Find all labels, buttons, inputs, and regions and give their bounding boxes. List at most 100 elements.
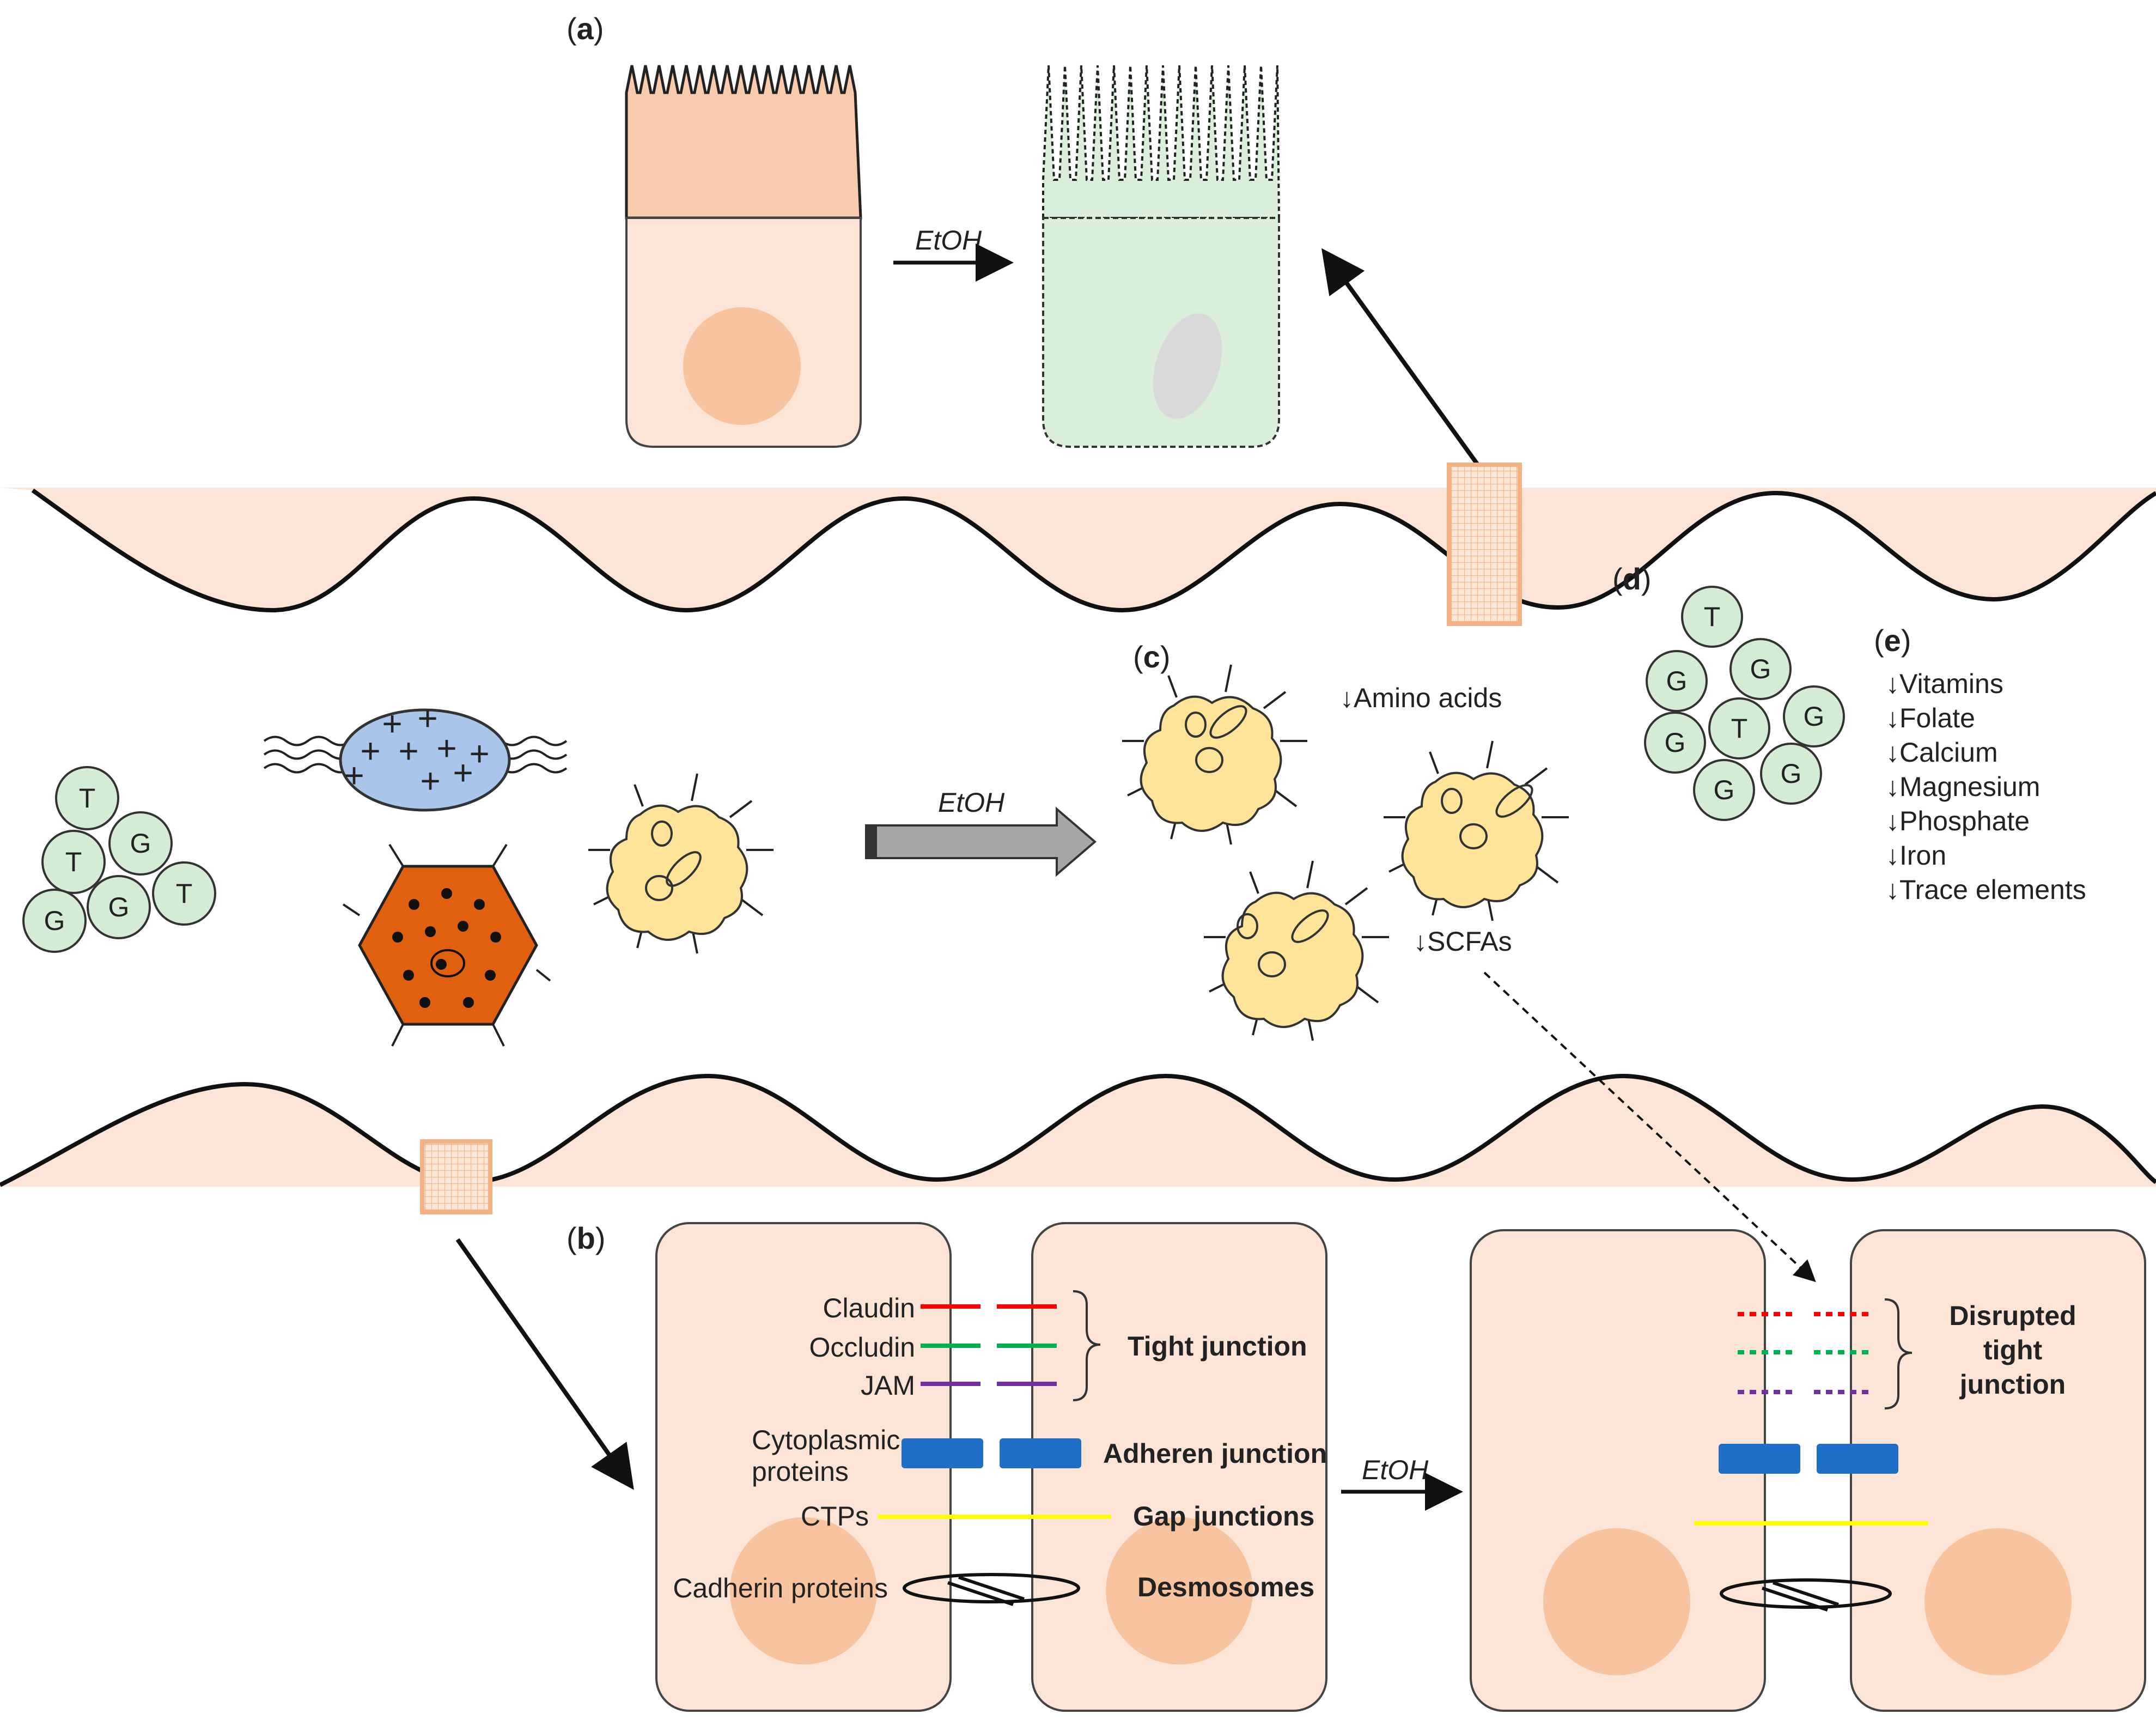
orange-hexagon-body: [358, 865, 538, 1026]
panel-e-item-folate: ↓Folate: [1886, 703, 1975, 733]
panel-e-item-iron: ↓Iron: [1886, 840, 1946, 871]
upper-tissue: [0, 463, 2156, 626]
svg-text:+: +: [382, 704, 402, 743]
svg-text:+: +: [344, 756, 364, 795]
etoh-label-a: EtOH: [915, 225, 982, 256]
panel-b: (b) Claudin Occludin JAM: [567, 1221, 2146, 1712]
gray-arrow-shape: [865, 806, 1097, 877]
svg-text:+: +: [398, 731, 418, 770]
orange-hexagon-nucleus: [430, 949, 465, 977]
healthy-enterocyte: [625, 65, 862, 448]
panel-e-item-phosphate: ↓Phosphate: [1886, 806, 2030, 836]
disrupted-cell-pair: Disrupted tight junction: [1470, 1229, 2146, 1712]
panel-e-item-calcium: ↓Calcium: [1886, 737, 1998, 768]
lower-tissue-edge: [0, 1073, 2156, 1187]
claudin-label: Claudin: [823, 1293, 915, 1323]
disrupted-label-line1: Disrupted: [1949, 1300, 2076, 1331]
panel-e-item-vitamins: ↓Vitamins: [1886, 668, 2003, 699]
svg-text:T: T: [79, 783, 96, 813]
gray-block-arrow: EtOH: [865, 787, 1097, 877]
panel-d-label: (d): [1612, 562, 1652, 596]
svg-text:G: G: [1665, 727, 1686, 758]
jam-label: JAM: [861, 1370, 915, 1401]
desmosome-symbol: [903, 1573, 1080, 1606]
svg-text:+: +: [436, 728, 456, 768]
yeast-cell-c3: [1204, 860, 1389, 1041]
adheren-junction-label: Adheren junction: [1103, 1438, 1327, 1469]
blue-bacterium-flagella: [263, 736, 568, 774]
panel-e: (e) ↓Vitamins ↓Folate ↓Calcium ↓Magnesiu…: [1874, 623, 2086, 905]
bacterium-g-2: G: [22, 889, 87, 953]
blue-bacterium: + + + + + + + + +: [263, 698, 568, 812]
desmosomes-label: Desmosomes: [1137, 1572, 1314, 1602]
occludin-label: Occludin: [809, 1332, 915, 1363]
damaged-nucleus: [1153, 313, 1222, 419]
bacterium-g-1: G: [108, 811, 173, 876]
damaged-cell-body: [1042, 217, 1280, 448]
upper-tissue-edge: [31, 488, 2156, 613]
panel-c: (c) ↓Amino acids ↓SCFAs: [1122, 640, 1816, 1283]
damaged-enterocyte: [1042, 65, 1281, 448]
svg-text:+: +: [469, 734, 489, 773]
disrupted-adherens-right: [1817, 1444, 1898, 1474]
svg-text:T: T: [1731, 713, 1748, 744]
gap-junctions-label: Gap junctions: [1133, 1501, 1314, 1531]
panel-e-label: (e): [1874, 623, 1911, 658]
panel-a: (a) EtOH: [567, 11, 1483, 470]
yeast-cell-c2: [1384, 740, 1569, 921]
left-bacteria-cluster: T T G G G T: [22, 766, 216, 953]
panel-b-label: (b): [567, 1221, 606, 1255]
etoh-label-middle: EtOH: [938, 787, 1005, 818]
mesh-to-cell-arrow: [1321, 248, 1483, 470]
amino-acids-label: ↓Amino acids: [1340, 683, 1502, 713]
healthy-nucleus: [683, 307, 801, 425]
panel-c-label: (c): [1133, 640, 1170, 674]
svg-text:G: G: [44, 905, 65, 936]
svg-text:T: T: [65, 847, 82, 877]
svg-text:G: G: [1750, 654, 1771, 684]
lower-tissue-fill: [0, 1076, 2156, 1187]
upper-mesh-patch: [1447, 463, 1522, 626]
bacterium-t-2: T: [41, 830, 106, 894]
svg-text:T: T: [176, 878, 193, 909]
svg-text:+: +: [453, 753, 473, 792]
ctps-label: CTPs: [801, 1501, 869, 1531]
bacterium-g-3: G: [87, 875, 151, 939]
bacterium-t-3: T: [152, 861, 216, 926]
disrupted-label-line3: junction: [1959, 1369, 2066, 1400]
panel-e-item-magnesium: ↓Magnesium: [1886, 771, 2040, 802]
blue-bacterium-charges: + + + + + + + + +: [344, 698, 489, 800]
scfas-label: ↓SCFAs: [1414, 926, 1512, 957]
upper-tissue-fill: [0, 488, 2156, 610]
healthy-microvilli: [625, 65, 862, 220]
healthy-cell-pair: Claudin Occludin JAM Cytoplasmic protein…: [655, 1222, 1327, 1712]
tight-junction-label: Tight junction: [1128, 1331, 1307, 1362]
panel-d-cluster: T G G G T G G G: [1644, 586, 1845, 821]
disrupted-brace: [1884, 1298, 1913, 1409]
svg-text:G: G: [1714, 775, 1735, 805]
adherens-block-right: [1000, 1438, 1081, 1468]
cytoplasmic-label-line2: proteins: [752, 1456, 849, 1487]
lower-mesh-patch: [420, 1139, 492, 1214]
cadherin-label: Cadherin proteins: [673, 1573, 888, 1603]
disrupted-desmosome-symbol: [1720, 1578, 1892, 1612]
svg-text:G: G: [130, 828, 151, 859]
panel-e-item-trace-elements: ↓Trace elements: [1886, 874, 2086, 905]
svg-text:+: +: [417, 698, 437, 738]
svg-text:G: G: [108, 892, 130, 922]
svg-text:T: T: [1704, 601, 1721, 632]
panel-a-label: (a): [567, 11, 604, 46]
cytoplasmic-label-line1: Cytoplasmic: [752, 1425, 900, 1455]
svg-text:G: G: [1781, 758, 1802, 789]
svg-text:+: +: [360, 731, 380, 770]
adherens-block-left: [902, 1438, 983, 1468]
damaged-microvilli: [1042, 65, 1281, 219]
scfas-to-junction-dashed-arrow: [1483, 971, 1816, 1283]
orange-hexagon-microbe: [342, 843, 551, 1047]
lower-tissue: [0, 1073, 2156, 1490]
etoh-label-b: EtOH: [1362, 1455, 1429, 1485]
yeast-cell-middle: [588, 773, 774, 954]
tight-junction-brace: [1073, 1290, 1101, 1401]
svg-text:G: G: [1666, 666, 1688, 696]
